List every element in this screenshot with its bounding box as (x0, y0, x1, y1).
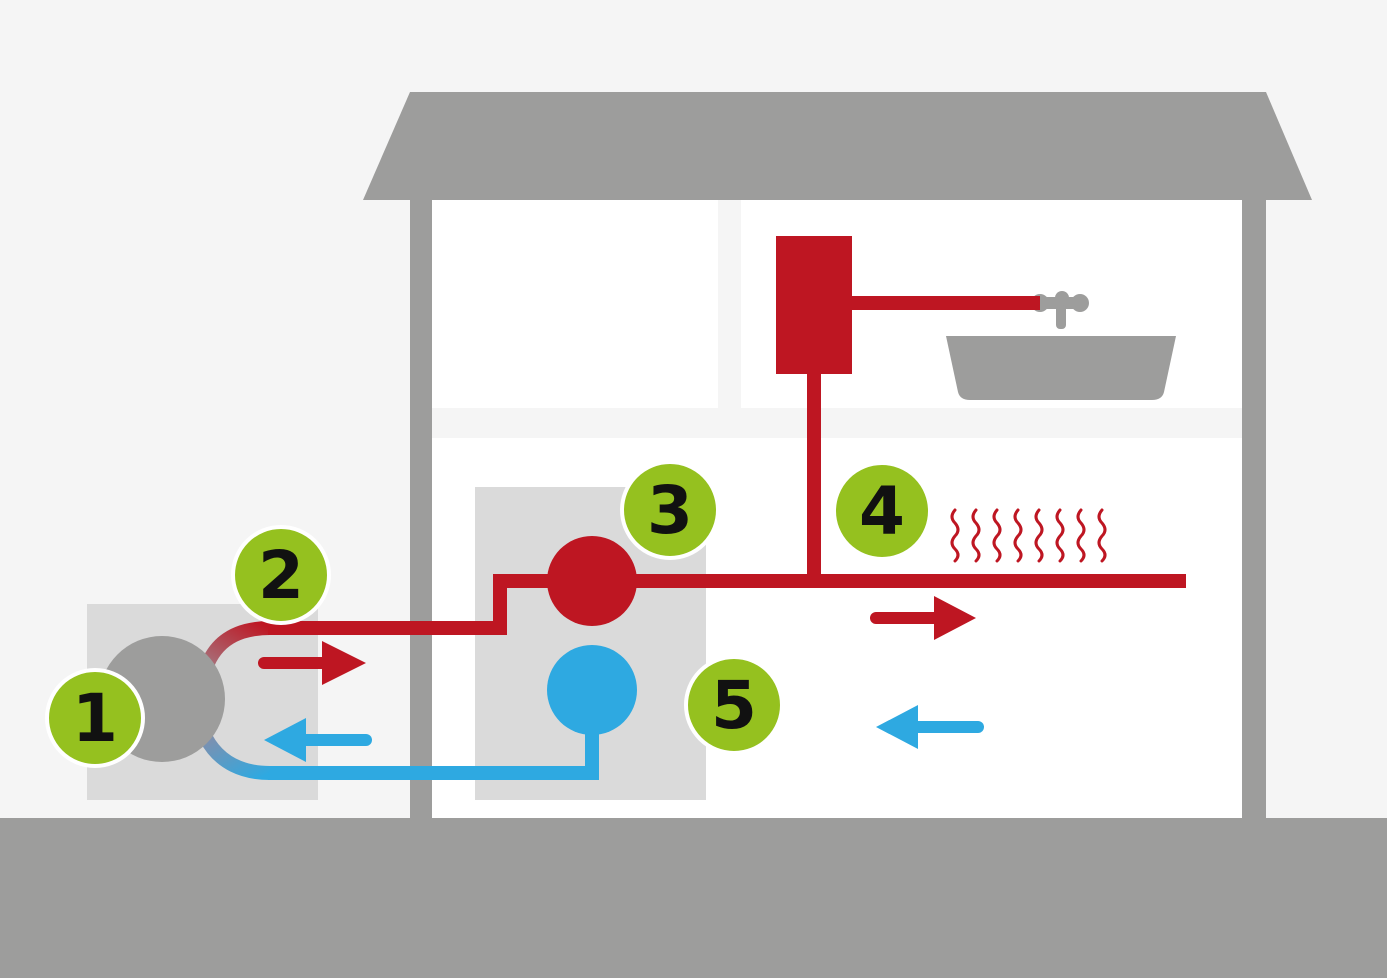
hot-pipe-supply (268, 574, 1186, 635)
house-roof (363, 92, 1312, 200)
hot-circuit (201, 374, 1193, 697)
flow-left-arrow-icon (876, 705, 984, 749)
radiant-heat-icon (950, 508, 1107, 563)
marker-5-label: 5 (711, 667, 757, 744)
marker-4-label: 4 (859, 473, 905, 550)
sink-icon (946, 336, 1176, 400)
flow-right-arrow-icon (258, 641, 366, 685)
marker-1: 1 (45, 668, 145, 768)
marker-3-label: 3 (647, 472, 693, 549)
flow-right-arrow-icon (870, 596, 976, 640)
flow-left-arrow-icon (264, 718, 372, 762)
room-upper-left (432, 200, 718, 408)
marker-2: 2 (231, 525, 331, 625)
ground (0, 818, 1387, 978)
cold-pipe-outdoor-curve (199, 734, 271, 780)
marker-5: 5 (684, 655, 784, 755)
house-wall-right (1242, 200, 1266, 818)
house-wall-left (410, 200, 432, 818)
marker-2-label: 2 (258, 537, 304, 614)
hot-pipe-outdoor-curve (201, 621, 271, 667)
marker-3: 3 (620, 460, 720, 560)
marker-1-label: 1 (72, 680, 118, 757)
hot-water-node-icon (547, 536, 637, 626)
marker-4: 4 (832, 461, 932, 561)
water-heater-icon (776, 236, 852, 374)
cold-water-node-icon (547, 645, 637, 735)
